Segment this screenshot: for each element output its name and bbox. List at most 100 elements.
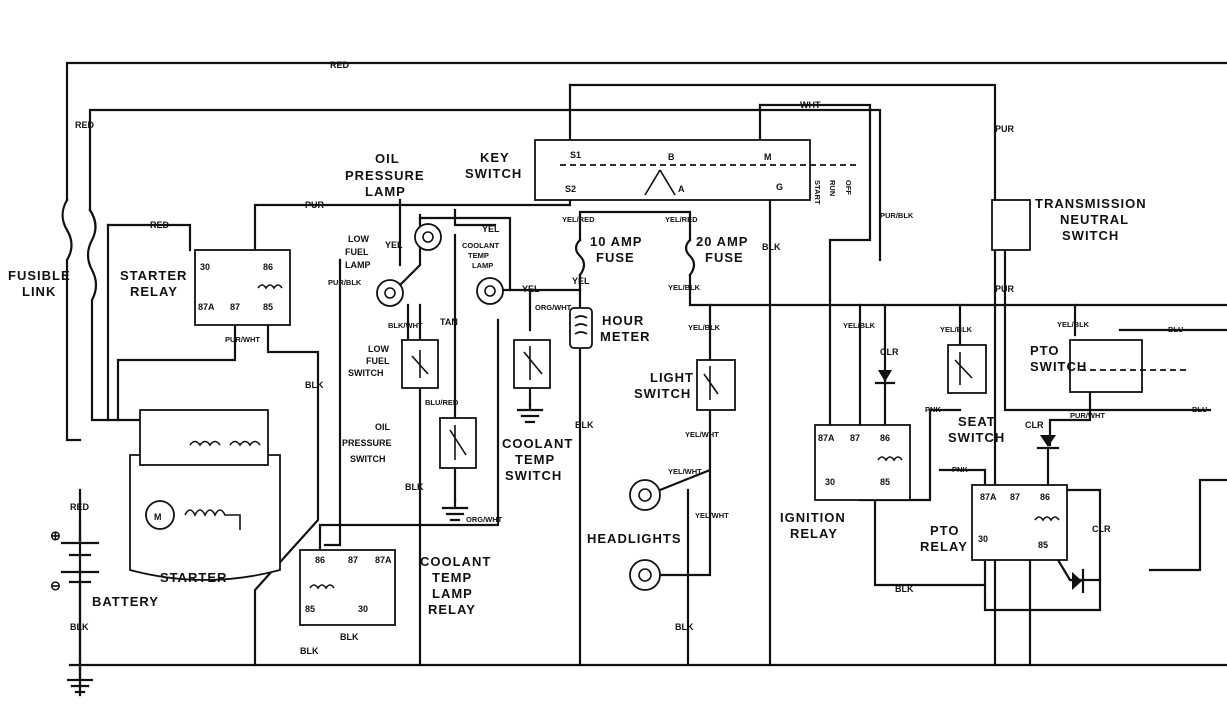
svg-text:LAMP: LAMP (472, 261, 493, 270)
light-switch-headlights: LIGHT SWITCH HEADLIGHTS (587, 359, 736, 591)
svg-text:SWITCH: SWITCH (505, 468, 562, 483)
svg-text:LAMP: LAMP (432, 586, 473, 601)
wire-red-relay (106, 223, 192, 252)
fuse-10-symbol (574, 238, 586, 277)
svg-text:BLU: BLU (1168, 325, 1183, 334)
svg-text:86: 86 (880, 433, 890, 443)
wire-wht (758, 103, 872, 302)
svg-text:BLK: BLK (675, 622, 694, 632)
svg-text:SWITCH: SWITCH (350, 454, 386, 464)
svg-text:PTO: PTO (1030, 343, 1060, 358)
svg-text:YEL: YEL (385, 240, 403, 250)
svg-text:LAMP: LAMP (345, 260, 371, 270)
fuse-20-symbol (684, 238, 696, 277)
svg-text:RELAY: RELAY (428, 602, 476, 617)
oil-pressure-switch-box (439, 417, 477, 469)
svg-text:SWITCH: SWITCH (948, 430, 1005, 445)
svg-text:87: 87 (230, 302, 240, 312)
svg-text:CLR: CLR (1025, 420, 1044, 430)
starter-motor-label: M (154, 512, 162, 522)
low-fuel-lamp-bulb (376, 279, 404, 307)
svg-text:PUR: PUR (305, 200, 325, 210)
svg-text:PUR/BLK: PUR/BLK (328, 278, 362, 287)
svg-text:S1: S1 (570, 150, 581, 160)
svg-text:RELAY: RELAY (790, 526, 838, 541)
pto-relay: 87A 87 86 30 85 PTO RELAY (920, 484, 1085, 594)
svg-text:CLR: CLR (1092, 524, 1111, 534)
svg-text:BLK: BLK (405, 482, 424, 492)
svg-text:87: 87 (348, 555, 358, 565)
svg-text:BLK: BLK (762, 242, 781, 252)
svg-text:NEUTRAL: NEUTRAL (1060, 212, 1129, 227)
wire-yel-red (578, 210, 692, 242)
coolant-temp-switch-box (513, 339, 551, 389)
svg-text:86: 86 (315, 555, 325, 565)
svg-text:COOLANT: COOLANT (502, 436, 573, 451)
starter-body (129, 454, 281, 581)
ignition-relay: 87A 87 86 30 85 IGNITION RELAY (780, 370, 911, 541)
svg-text:HOUR: HOUR (602, 313, 644, 328)
svg-text:COOLANT: COOLANT (462, 241, 499, 250)
light-switch-box (696, 359, 736, 411)
svg-text:S2: S2 (565, 184, 576, 194)
svg-text:LAMP: LAMP (365, 184, 406, 199)
svg-text:87A: 87A (980, 492, 997, 502)
battery-minus: ⊖ (50, 578, 62, 593)
svg-text:PNK: PNK (925, 405, 941, 414)
coolant-temp-lamp-bulb (476, 277, 504, 305)
ignition-diode (878, 370, 892, 382)
svg-text:FUSE: FUSE (705, 250, 744, 265)
svg-text:PUR/BLK: PUR/BLK (880, 211, 914, 220)
svg-text:RED: RED (330, 60, 350, 70)
svg-text:YEL/BLK: YEL/BLK (1057, 320, 1090, 329)
svg-text:YEL/WHT: YEL/WHT (685, 430, 719, 439)
svg-text:FUSE: FUSE (596, 250, 635, 265)
wire-pur-blk-ctlr (323, 258, 342, 547)
svg-text:A: A (678, 184, 685, 194)
svg-text:86: 86 (263, 262, 273, 272)
svg-text:OIL: OIL (375, 151, 400, 166)
svg-text:30: 30 (200, 262, 210, 272)
svg-text:M: M (764, 152, 772, 162)
svg-text:CLR: CLR (880, 347, 899, 357)
svg-text:BLK: BLK (895, 584, 914, 594)
sensor-switches: LOW FUEL SWITCH OIL PRESSURE SWITCH COOL… (342, 339, 573, 522)
svg-text:87: 87 (850, 433, 860, 443)
battery: ⊕ ⊖ BATTERY (50, 518, 158, 694)
wire-right-out (1148, 478, 1227, 572)
trans-switch-box (991, 199, 1031, 251)
svg-text:COOLANT: COOLANT (420, 554, 491, 569)
svg-text:PUR/WHT: PUR/WHT (225, 335, 260, 344)
starter-motor (145, 500, 175, 530)
svg-text:LOW: LOW (368, 344, 389, 354)
svg-text:LOW: LOW (348, 234, 369, 244)
coolant-temp-lamp-relay: 86 87 87A 85 30 COOLANT TEMP LAMP RELAY (299, 549, 491, 626)
svg-text:TAN: TAN (440, 317, 458, 327)
svg-text:FUEL: FUEL (366, 356, 390, 366)
svg-text:YEL/RED: YEL/RED (665, 215, 698, 224)
pto-switch-box (1069, 339, 1143, 393)
svg-text:METER: METER (600, 329, 651, 344)
fusible-link-1 (61, 198, 82, 442)
wire-pur-wht-pto (1048, 388, 1092, 447)
starter-label: STARTER (160, 570, 227, 585)
wire-pur-relay (253, 178, 572, 264)
hour-meter: HOUR METER (569, 307, 651, 349)
svg-text:START: START (813, 180, 822, 205)
svg-text:87A: 87A (375, 555, 392, 565)
svg-text:OIL: OIL (375, 422, 391, 432)
svg-text:YEL/BLK: YEL/BLK (668, 283, 701, 292)
svg-text:85: 85 (880, 477, 890, 487)
hour-meter-box (569, 307, 593, 349)
wire-blk-relay (253, 318, 320, 667)
wire-blk-pto (873, 488, 987, 587)
svg-text:87: 87 (1010, 492, 1020, 502)
svg-text:ORG/WHT: ORG/WHT (466, 515, 503, 524)
svg-text:20 AMP: 20 AMP (696, 234, 748, 249)
svg-text:PUR: PUR (995, 284, 1015, 294)
wire-pur-wht (116, 318, 237, 422)
indicator-lamps: OIL PRESSURE LAMP LOW FUEL LAMP COOLANT … (345, 151, 504, 307)
svg-text:YEL: YEL (572, 276, 590, 286)
seat-switch: SEAT SWITCH (947, 344, 1005, 445)
